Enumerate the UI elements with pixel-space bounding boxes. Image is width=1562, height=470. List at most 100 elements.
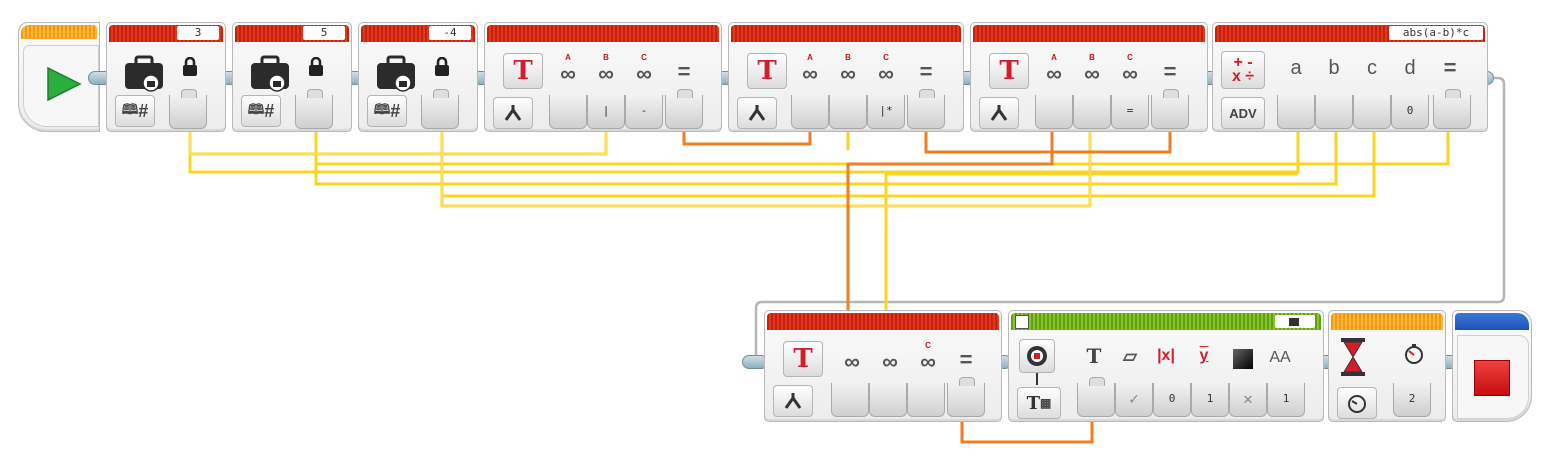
input-b-port[interactable] xyxy=(869,383,907,417)
input-c-port[interactable] xyxy=(1353,95,1391,129)
lock-icon[interactable] xyxy=(433,57,451,77)
text-input-port[interactable] xyxy=(1077,377,1115,417)
text-icon: T xyxy=(503,53,543,89)
merge-mode-selector[interactable] xyxy=(737,97,777,129)
brick-icon xyxy=(1289,318,1299,326)
variable-name-field[interactable]: 3 xyxy=(177,26,219,40)
display-icon xyxy=(1019,339,1055,373)
mode-selector[interactable]: 🕮# xyxy=(115,95,155,127)
math-block[interactable]: abs(a-b)*c + -x ÷ a b c d = ADV 0 xyxy=(1212,22,1488,132)
book-icon: 🕮 xyxy=(247,101,265,117)
input-a-port[interactable] xyxy=(549,95,587,129)
equals-icon: = xyxy=(1443,55,1457,80)
merge-mode-selector[interactable] xyxy=(493,97,533,129)
book-icon: 🕮 xyxy=(121,101,139,117)
result-output-port[interactable] xyxy=(907,89,945,129)
param-a-label: a xyxy=(1290,57,1302,79)
merge-mode-selector[interactable] xyxy=(773,385,813,417)
equals-icon: = xyxy=(919,59,933,84)
play-icon[interactable] xyxy=(44,64,84,104)
value-output-port[interactable] xyxy=(295,89,333,129)
input-b-port[interactable] xyxy=(1315,95,1353,129)
equation-field[interactable]: abs(a-b)*c xyxy=(1389,26,1483,40)
input-a-port[interactable] xyxy=(1277,95,1315,129)
lock-icon[interactable] xyxy=(307,57,325,77)
clear-screen-port[interactable]: ✓ xyxy=(1115,383,1153,417)
block-header xyxy=(731,25,961,42)
variable-name-field[interactable]: 5 xyxy=(303,26,345,40)
input-a-port[interactable] xyxy=(791,95,829,129)
y-port[interactable]: 1 xyxy=(1191,383,1229,417)
input-b-port[interactable]: | xyxy=(587,95,625,129)
font-port[interactable]: 1 xyxy=(1267,383,1305,417)
numeric-wire-highlights xyxy=(189,128,1091,207)
mode-selector[interactable]: 🕮# xyxy=(241,95,281,127)
preview-icon[interactable] xyxy=(1015,315,1029,329)
input-label-b: B xyxy=(1089,53,1095,62)
seconds-port[interactable]: 2 xyxy=(1393,383,1431,417)
hourglass-icon xyxy=(1341,338,1365,376)
text-wires xyxy=(682,128,1172,444)
briefcase-lock-icon xyxy=(251,55,289,92)
book-icon: 🕮 xyxy=(373,101,391,117)
block-header xyxy=(767,313,999,330)
lock-icon[interactable] xyxy=(181,57,199,77)
text-block-2[interactable]: T A B C ∞ ∞ ∞ = |* xyxy=(728,22,964,132)
mode-selector[interactable] xyxy=(1337,387,1377,419)
start-block[interactable] xyxy=(18,22,100,132)
brick-port-selector[interactable] xyxy=(1275,315,1315,328)
input-label-a: A xyxy=(1051,53,1057,62)
wait-block[interactable]: 2 xyxy=(1328,310,1446,422)
briefcase-lock-icon xyxy=(125,55,163,92)
equals-icon: = xyxy=(959,347,973,372)
result-output-port[interactable] xyxy=(665,89,703,129)
font-size-icon: AA xyxy=(1269,349,1291,366)
grid-icon: ▦ xyxy=(1040,396,1052,410)
value-output-port[interactable] xyxy=(169,89,207,129)
input-label-a: A xyxy=(807,53,813,62)
block-header xyxy=(487,25,719,42)
input-a-port[interactable] xyxy=(831,383,869,417)
variable-block-3[interactable]: -4 🕮# xyxy=(358,22,478,132)
input-label-b: B xyxy=(603,53,609,62)
screen-target-icon xyxy=(1027,346,1047,366)
equals-icon: = xyxy=(677,59,691,84)
stop-icon[interactable] xyxy=(1474,360,1510,396)
input-b-port[interactable] xyxy=(829,95,867,129)
input-c-port[interactable] xyxy=(907,383,945,417)
text-block-bottom[interactable]: T C ∞ ∞ ∞ = xyxy=(764,310,1002,422)
merge-mode-selector[interactable] xyxy=(979,97,1019,129)
input-c-port[interactable]: = xyxy=(1111,95,1149,129)
display-block[interactable]: T▦ T ▱ |x| y AA ✓ 0 1 ✕ 1 xyxy=(1008,310,1324,422)
text-block-1[interactable]: T A B C ∞ ∞ ∞ = | - xyxy=(484,22,722,132)
result-output-port[interactable] xyxy=(1433,89,1471,129)
result-output-port[interactable] xyxy=(1151,89,1189,129)
variable-block-2[interactable]: 5 🕮# xyxy=(232,22,352,132)
block-header xyxy=(1011,313,1321,330)
link-icon: ∞ xyxy=(598,61,614,86)
text-block-3[interactable]: T A B C ∞ ∞ ∞ = = xyxy=(970,22,1208,132)
block-header xyxy=(1455,313,1529,330)
value-output-port[interactable] xyxy=(421,89,459,129)
stop-block[interactable] xyxy=(1452,310,1532,422)
input-b-port[interactable] xyxy=(1073,95,1111,129)
variable-name-field[interactable]: -4 xyxy=(429,26,471,40)
color-port[interactable]: ✕ xyxy=(1229,383,1267,417)
x-port[interactable]: 0 xyxy=(1153,383,1191,417)
input-a-port[interactable] xyxy=(1035,95,1073,129)
mode-selector[interactable]: 🕮# xyxy=(367,95,407,127)
text-icon: T xyxy=(989,53,1029,89)
input-c-port[interactable]: - xyxy=(625,95,663,129)
mode-selector[interactable]: ADV xyxy=(1221,97,1265,129)
input-c-port[interactable]: |* xyxy=(867,95,905,129)
link-icon: ∞ xyxy=(920,349,936,374)
text-input-icon: T xyxy=(1086,344,1102,368)
mode-selector[interactable]: T▦ xyxy=(1017,387,1061,419)
input-d-port[interactable]: 0 xyxy=(1391,95,1429,129)
text-icon: T xyxy=(783,341,823,377)
x-coordinate-icon: |x| xyxy=(1157,347,1175,364)
math-operators-icon: + -x ÷ xyxy=(1221,51,1265,89)
variable-block-1[interactable]: 3 🕮# xyxy=(106,22,226,132)
result-output-port[interactable] xyxy=(947,377,985,417)
